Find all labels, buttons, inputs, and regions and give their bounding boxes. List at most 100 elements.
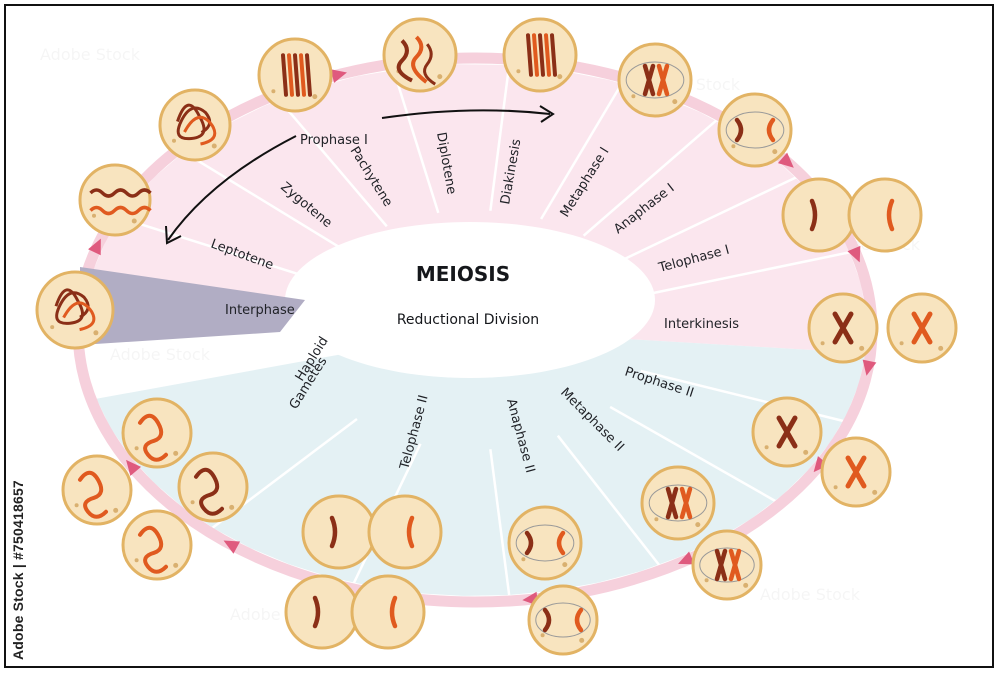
- chromosome: [832, 311, 854, 345]
- chromosome: [776, 415, 798, 449]
- watermark-text: Adobe Stock: [760, 585, 861, 604]
- cell-gamete-3: [177, 451, 249, 523]
- chromosome: [293, 53, 300, 97]
- chromosome: [809, 198, 818, 232]
- spindle: [625, 61, 685, 99]
- cell-interkinesis-a: [807, 292, 879, 364]
- cell-membrane: [121, 509, 193, 581]
- chromosome: [389, 595, 398, 629]
- chromosome: [728, 548, 742, 582]
- spindle: [699, 547, 755, 583]
- label-interkinesis: Interkinesis: [664, 317, 739, 332]
- chromosome: [329, 515, 338, 549]
- cell-zygotene: [158, 88, 232, 162]
- cell-granule: [557, 74, 563, 80]
- ring-arrowhead: [126, 459, 142, 476]
- cell-anaphase2-b: [527, 584, 599, 656]
- arrowhead-triangle: [777, 152, 794, 168]
- cell-granule: [743, 582, 749, 588]
- image-border: [4, 4, 994, 668]
- cell-membrane: [507, 505, 583, 581]
- cell-gamete-1: [121, 397, 193, 469]
- cell-granule: [820, 341, 825, 346]
- meiosis-one-sector: [84, 64, 867, 354]
- cell-granule: [899, 341, 904, 346]
- chromosome: [89, 188, 152, 198]
- cell-granule: [833, 485, 838, 490]
- chromosome: [544, 33, 551, 77]
- chromosome: [194, 467, 224, 516]
- stock-id: Adobe Stock | #750418657: [10, 480, 26, 660]
- cell-granule: [516, 69, 521, 74]
- ring-arrowhead: [678, 551, 695, 565]
- chromosome: [299, 53, 306, 97]
- ring-arrowhead: [777, 152, 794, 168]
- cell-anaphase2-a: [507, 505, 583, 581]
- chromosome: [665, 486, 679, 520]
- cell-membrane: [367, 494, 443, 570]
- cell-granule: [190, 500, 195, 505]
- chromosome: [138, 525, 168, 574]
- sector-divider: [489, 64, 511, 211]
- cell-granule: [938, 345, 944, 351]
- cell-interkinesis-b: [886, 292, 958, 364]
- cell-membrane: [158, 88, 232, 162]
- chromosome: [396, 39, 413, 83]
- cells: [35, 17, 958, 656]
- cell-telophase2-b: [284, 574, 426, 650]
- cell-diplotene: [382, 17, 458, 93]
- chromatin: [183, 115, 217, 146]
- chromosome: [411, 35, 428, 84]
- chromatin: [62, 301, 96, 332]
- arrowhead-triangle: [88, 238, 101, 256]
- cell-granule: [872, 489, 878, 495]
- cell-granule: [654, 517, 659, 522]
- cell-granule: [540, 633, 545, 638]
- cell-diakinesis: [502, 17, 578, 93]
- sector-divider: [392, 69, 440, 214]
- chromosome: [538, 33, 545, 77]
- diagram-subtitle: Reductional Division: [397, 312, 539, 328]
- cell-prophase2-b: [820, 436, 892, 508]
- chromatin: [176, 103, 212, 141]
- label-interphase: Interphase: [225, 303, 295, 318]
- cell-gamete-2: [61, 454, 133, 526]
- cell-membrane: [301, 494, 377, 570]
- cell-membrane: [61, 454, 133, 526]
- watermark-text: Adobe Stock: [40, 45, 141, 64]
- sector-divider: [582, 119, 718, 237]
- cell-granule: [731, 144, 736, 149]
- chromosome: [305, 53, 312, 97]
- cell-gamete-4: [121, 509, 193, 581]
- center-hub: [285, 222, 655, 378]
- cell-granule: [803, 449, 809, 455]
- chromosome: [423, 43, 437, 86]
- cell-granule: [172, 138, 176, 143]
- cell-granule: [134, 446, 139, 451]
- cell-granule: [50, 325, 55, 330]
- sector-divider: [278, 98, 388, 228]
- sector-divider: [618, 176, 797, 263]
- chromosome: [526, 33, 533, 77]
- chromosome: [642, 63, 656, 97]
- spindle: [725, 111, 785, 149]
- chromosome: [679, 486, 693, 520]
- cell-metaphase1: [617, 42, 693, 118]
- chromosome: [550, 33, 557, 77]
- cell-membrane: [617, 42, 693, 118]
- sector-divider: [609, 405, 776, 503]
- cell-membrane: [527, 584, 599, 656]
- cell-granule: [437, 74, 443, 80]
- cell-granule: [74, 503, 79, 508]
- arrowhead-triangle: [223, 540, 241, 554]
- chromosome: [886, 198, 895, 232]
- cell-granule: [772, 149, 778, 155]
- sector-divider: [556, 434, 661, 566]
- chromosome: [89, 205, 152, 216]
- cell-granule: [211, 143, 217, 149]
- cell-telophase1: [781, 177, 923, 253]
- chromosome: [766, 117, 776, 143]
- chromosome: [845, 455, 867, 489]
- ring-arrowhead: [862, 359, 877, 376]
- ring-arrowhead: [330, 69, 347, 83]
